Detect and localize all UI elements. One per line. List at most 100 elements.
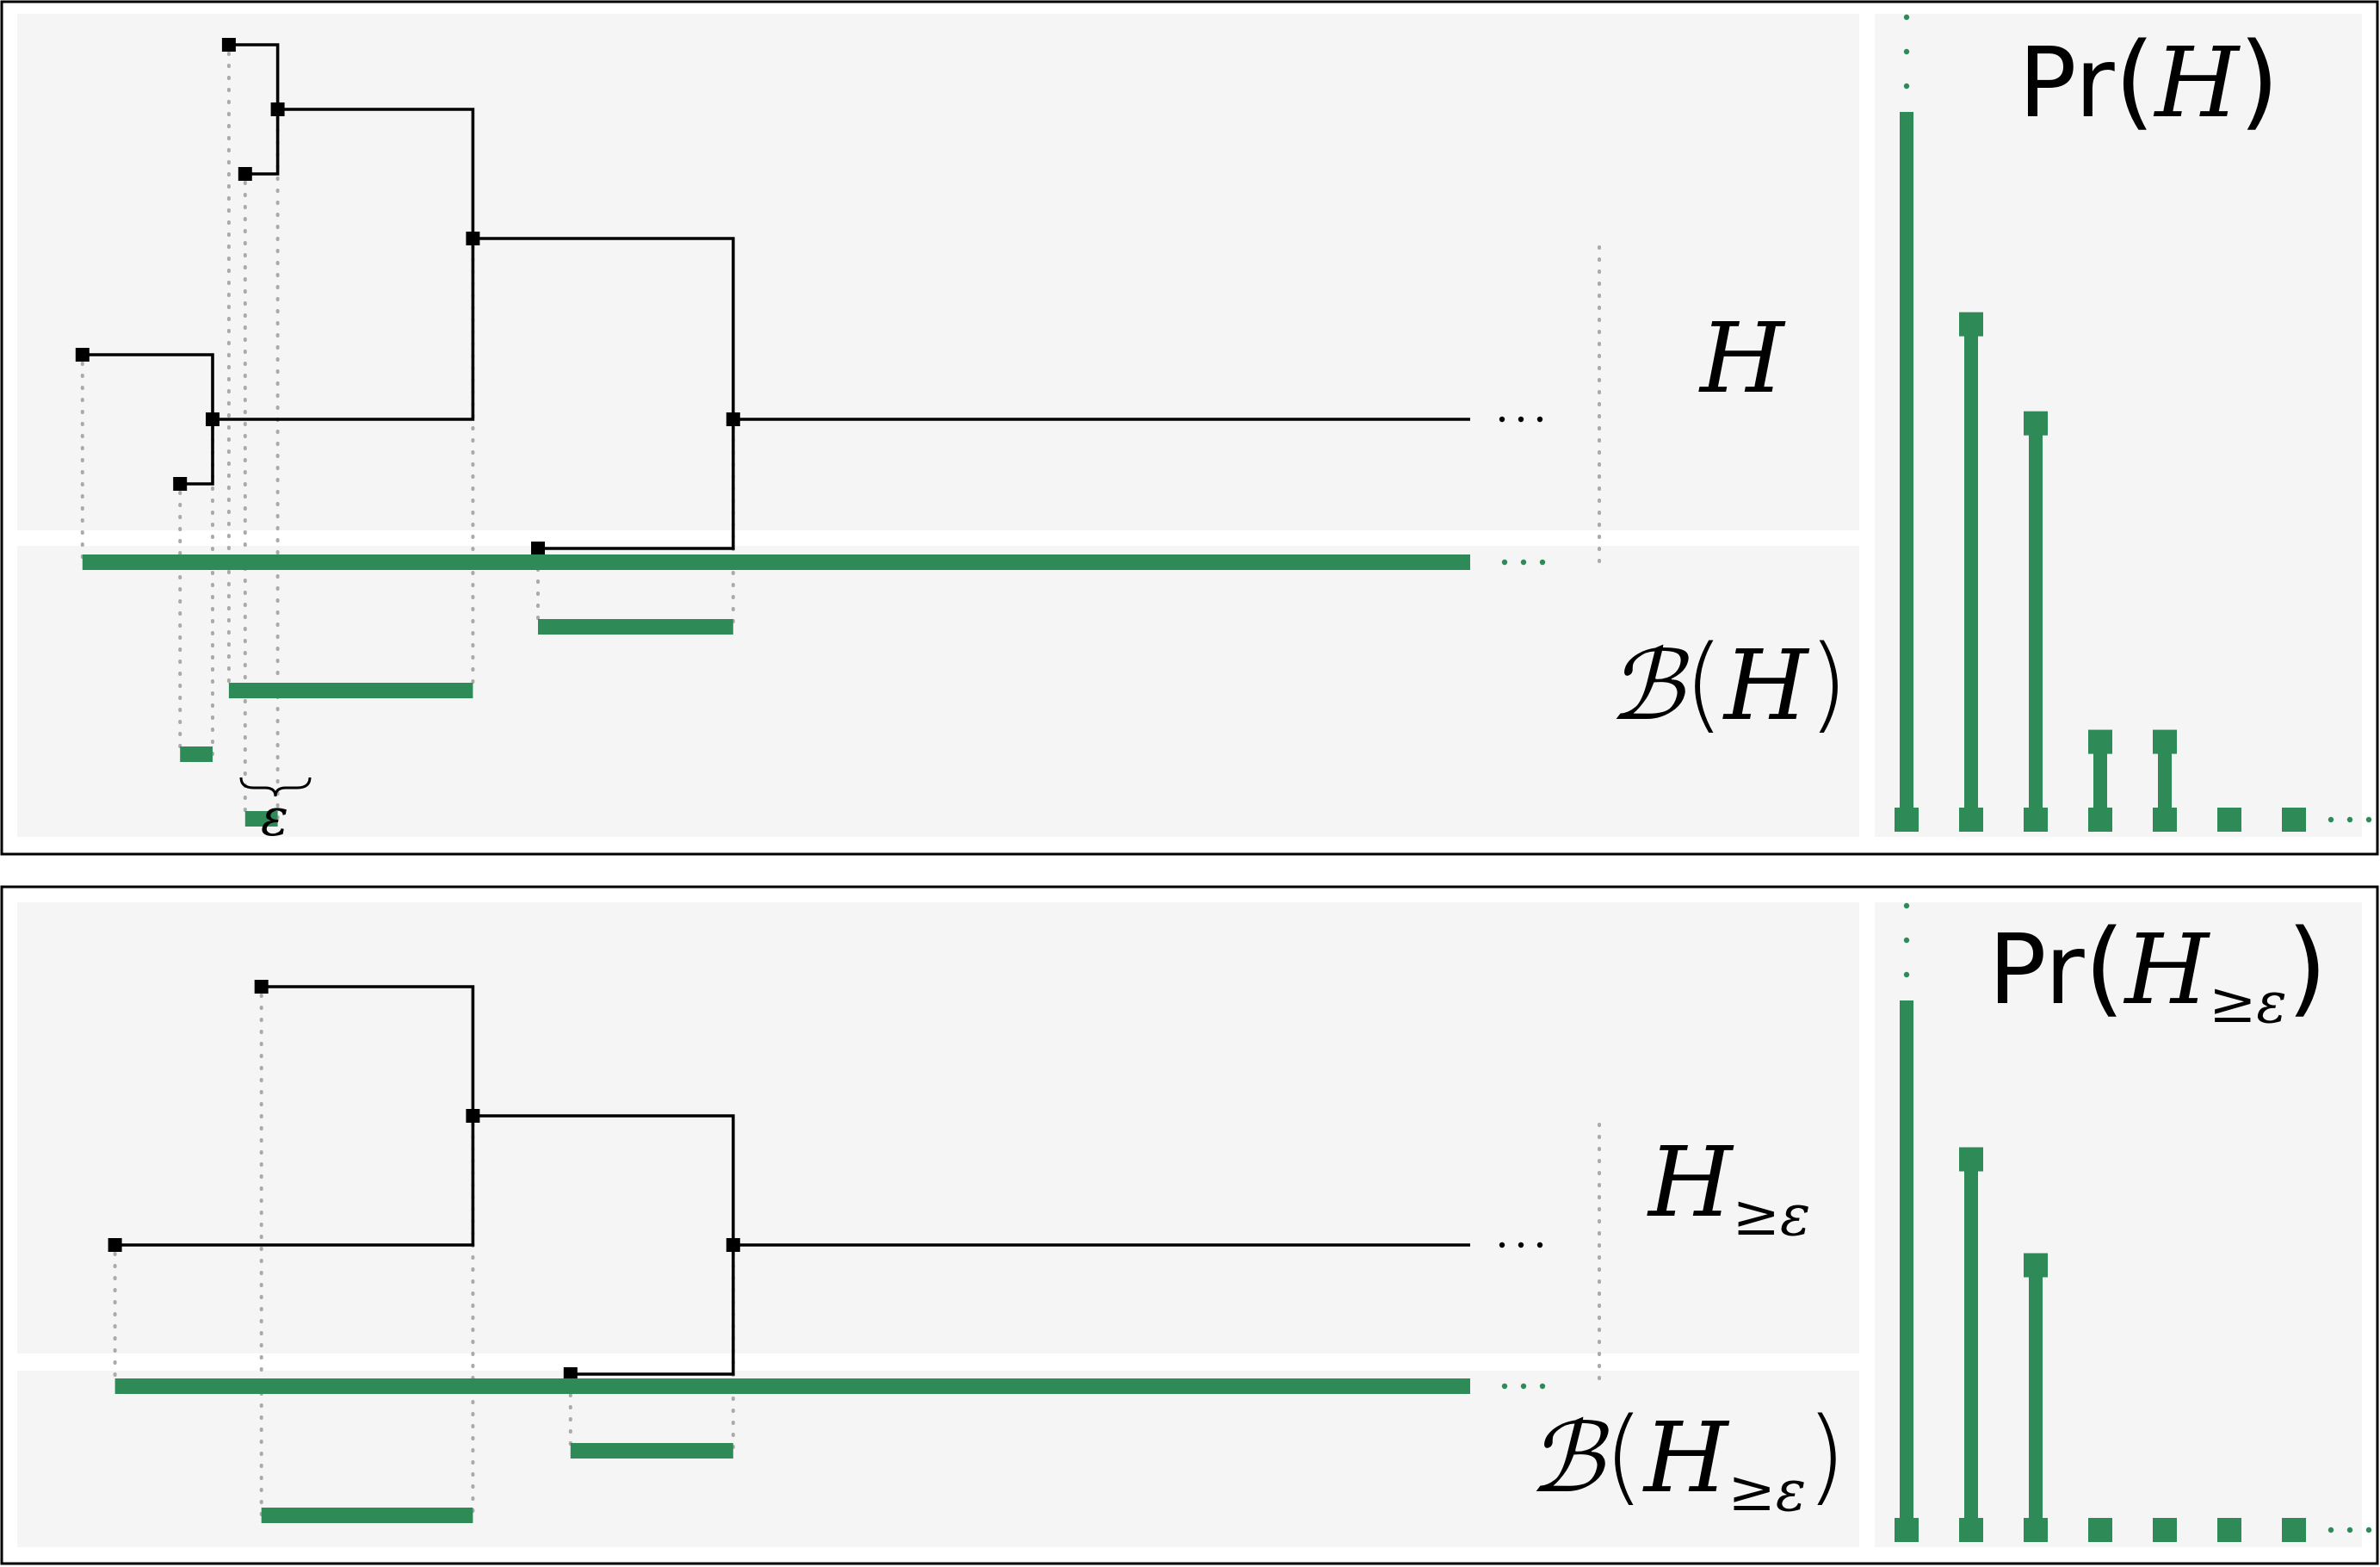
tree-node-marker bbox=[270, 102, 285, 116]
tree-ellipsis-dot bbox=[1499, 1242, 1505, 1248]
distribution-arg: H bbox=[2123, 914, 2210, 1026]
distribution-bar bbox=[1900, 1000, 1913, 1530]
distribution-ellipsis-dot bbox=[2327, 816, 2334, 823]
tree-branch bbox=[473, 237, 735, 419]
barcode-bar bbox=[114, 1378, 1471, 1394]
barcode-bar bbox=[180, 746, 213, 762]
tree-node-marker bbox=[726, 412, 740, 426]
barcode-bar bbox=[570, 1443, 733, 1459]
tree-branch bbox=[277, 108, 475, 238]
distribution-arg: H bbox=[2153, 28, 2241, 139]
tree-branch bbox=[570, 1245, 735, 1376]
tree-ellipsis-dot bbox=[1499, 416, 1505, 423]
tree-node-marker bbox=[466, 232, 480, 245]
paren-open: ( bbox=[2115, 22, 2155, 141]
bottom-tree-label: H≥ε bbox=[1647, 1127, 1810, 1248]
tree-leaf-marker bbox=[108, 1238, 122, 1252]
distribution-base-marker bbox=[2088, 1518, 2112, 1542]
tree-branch bbox=[180, 419, 214, 486]
bottom-panel: H≥ε ℬ(H≥ε) Pr(H≥ε) bbox=[0, 885, 2379, 1565]
paren-open: ( bbox=[1684, 624, 1724, 744]
distribution-ellipsis-dot bbox=[2346, 816, 2353, 823]
tree-branch bbox=[213, 238, 475, 421]
tree-leaf-marker bbox=[221, 38, 236, 52]
top-tree-label: H bbox=[1698, 303, 1786, 415]
paren-open: ( bbox=[1604, 1397, 1644, 1516]
barcode-arg: H bbox=[1642, 1403, 1730, 1514]
barcode-ellipsis-dot bbox=[1520, 1383, 1527, 1390]
bottom-distribution-label: Pr(H≥ε) bbox=[1988, 908, 2327, 1036]
epsilon-label: ε bbox=[261, 788, 288, 848]
tree-leaf-marker bbox=[254, 980, 269, 994]
tree-node-marker bbox=[726, 1238, 740, 1252]
barcode-ellipsis-dot bbox=[1539, 1383, 1546, 1390]
paren-close: ) bbox=[1808, 624, 1849, 744]
tree-node-marker bbox=[206, 412, 219, 426]
tree-branch bbox=[244, 109, 280, 176]
distribution-bar bbox=[1964, 324, 1978, 821]
barcode-bar bbox=[261, 1508, 473, 1523]
distribution-continue-dot bbox=[1903, 14, 1910, 21]
top-distribution-label: Pr(H) bbox=[2018, 22, 2279, 141]
tree-branch bbox=[261, 985, 475, 1116]
distribution-bar bbox=[1964, 1159, 1978, 1530]
top-tree-region bbox=[17, 14, 1859, 530]
tree-branch bbox=[228, 43, 280, 109]
distribution-ellipsis-dot bbox=[2327, 1527, 2334, 1533]
bottom-distribution-bars bbox=[1895, 902, 2372, 1542]
tree-leaf-marker bbox=[75, 348, 90, 362]
distribution-ellipsis-dot bbox=[2365, 816, 2372, 823]
barcode-ellipsis-dot bbox=[1539, 559, 1546, 566]
pr-symbol: Pr bbox=[1988, 914, 2086, 1026]
barcode-symbol: ℬ bbox=[1528, 1403, 1610, 1514]
top-barcode-label: ℬ(H) bbox=[1608, 624, 1848, 744]
distribution-top-marker bbox=[1959, 1147, 1983, 1172]
distribution-bar bbox=[2093, 741, 2107, 820]
tree-branch bbox=[82, 353, 214, 419]
tree-leaf-marker bbox=[531, 542, 545, 555]
distribution-continue-dot bbox=[1903, 48, 1910, 55]
tree-symbol: H bbox=[1647, 1127, 1734, 1239]
distribution-top-marker bbox=[2024, 411, 2048, 436]
distribution-continue-dot bbox=[1903, 902, 1910, 909]
barcode-subscript: ≥ε bbox=[1728, 1458, 1807, 1524]
paren-close: ) bbox=[1806, 1397, 1846, 1516]
barcode-ellipsis-dot bbox=[1520, 559, 1527, 566]
tree-subscript: ≥ε bbox=[1733, 1182, 1811, 1248]
tree-ellipsis-dot bbox=[1518, 1242, 1524, 1248]
tree-ellipsis-dot bbox=[1536, 416, 1543, 423]
epsilon-brace: ε bbox=[239, 777, 312, 848]
distribution-bar bbox=[2029, 423, 2043, 820]
barcode-bar bbox=[244, 811, 278, 827]
distribution-base-marker bbox=[2153, 1518, 2177, 1542]
tree-ellipsis-dot bbox=[1536, 1242, 1543, 1248]
top-barcode bbox=[82, 554, 1546, 827]
top-distribution-bars bbox=[1895, 14, 2372, 832]
bottom-barcode bbox=[114, 1378, 1546, 1523]
brace-shape bbox=[239, 777, 312, 797]
distribution-continue-dot bbox=[1903, 971, 1910, 978]
distribution-base-marker bbox=[2282, 808, 2306, 832]
tree-ellipsis-dot bbox=[1518, 416, 1524, 423]
distribution-base-marker bbox=[2282, 1518, 2306, 1542]
barcode-symbol: ℬ bbox=[1608, 630, 1690, 742]
barcode-bar bbox=[228, 683, 473, 698]
distribution-bar bbox=[1900, 112, 1913, 820]
distribution-base-marker bbox=[2217, 808, 2241, 832]
barcode-ellipsis-dot bbox=[1501, 559, 1508, 566]
distribution-top-marker bbox=[1959, 312, 1983, 337]
tree-leaf-marker bbox=[173, 477, 188, 491]
top-distribution-region bbox=[1875, 14, 2362, 837]
bottom-tree-region bbox=[17, 902, 1859, 1353]
distribution-ellipsis-dot bbox=[2346, 1527, 2353, 1533]
tree-node-marker bbox=[466, 1109, 480, 1123]
tree-leaf-marker bbox=[238, 167, 252, 181]
distribution-continue-dot bbox=[1903, 937, 1910, 944]
barcode-bar bbox=[538, 619, 733, 635]
distribution-top-marker bbox=[2088, 729, 2112, 754]
distribution-bar bbox=[2029, 1265, 2043, 1530]
tree-branch bbox=[114, 1116, 475, 1247]
bottom-distribution-region bbox=[1875, 902, 2362, 1547]
distribution-ellipsis-dot bbox=[2365, 1527, 2372, 1533]
